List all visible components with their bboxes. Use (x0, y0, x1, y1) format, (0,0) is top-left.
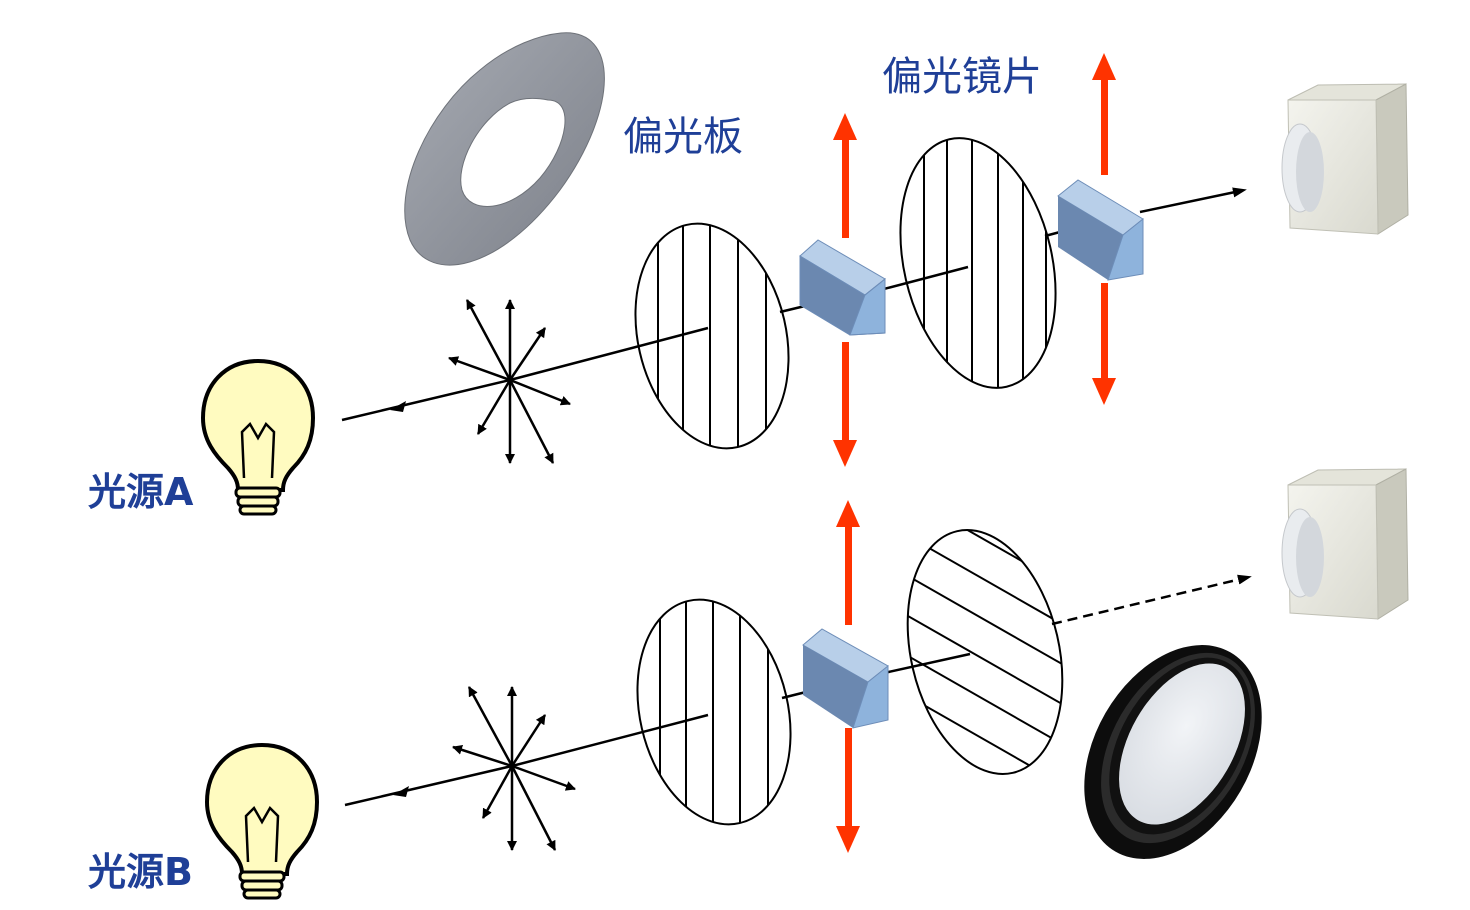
light-block-cube-b (802, 628, 889, 729)
light-path-a (341, 187, 1247, 422)
camera-cube-icon (1281, 83, 1409, 235)
ray-arrow-icon (393, 786, 409, 797)
light-bulb-icon (204, 742, 320, 900)
unpolarized-light-star-b (452, 686, 576, 851)
light-path-b (344, 574, 1252, 807)
polarizer-plate-label: 偏光板 (623, 114, 743, 160)
source-b-label: 光源B (88, 850, 193, 894)
camera-filter-lens-icon (1084, 645, 1262, 859)
light-block-cube-a2 (1057, 179, 1144, 281)
polarizer-ring-icon (404, 32, 605, 266)
ray-arrow-icon (390, 401, 406, 412)
polarizer-lens-a (899, 122, 1057, 404)
polarization-arrow-a2 (1092, 53, 1116, 405)
polarization-arrow-b (836, 500, 860, 853)
source-a-label: 光源A (88, 470, 194, 514)
polarizer-lens-b (885, 514, 1085, 790)
light-bulb-icon (200, 358, 316, 516)
polarizer-plate-a (634, 208, 790, 464)
polarizer-plate-b (636, 584, 792, 840)
polarizer-lens-label: 偏光镜片 (882, 54, 1042, 100)
light-block-cube-a1 (799, 239, 886, 336)
unpolarized-light-star-a (448, 299, 571, 464)
polarization-arrow-a1 (833, 113, 857, 467)
camera-cube-icon (1281, 468, 1409, 620)
